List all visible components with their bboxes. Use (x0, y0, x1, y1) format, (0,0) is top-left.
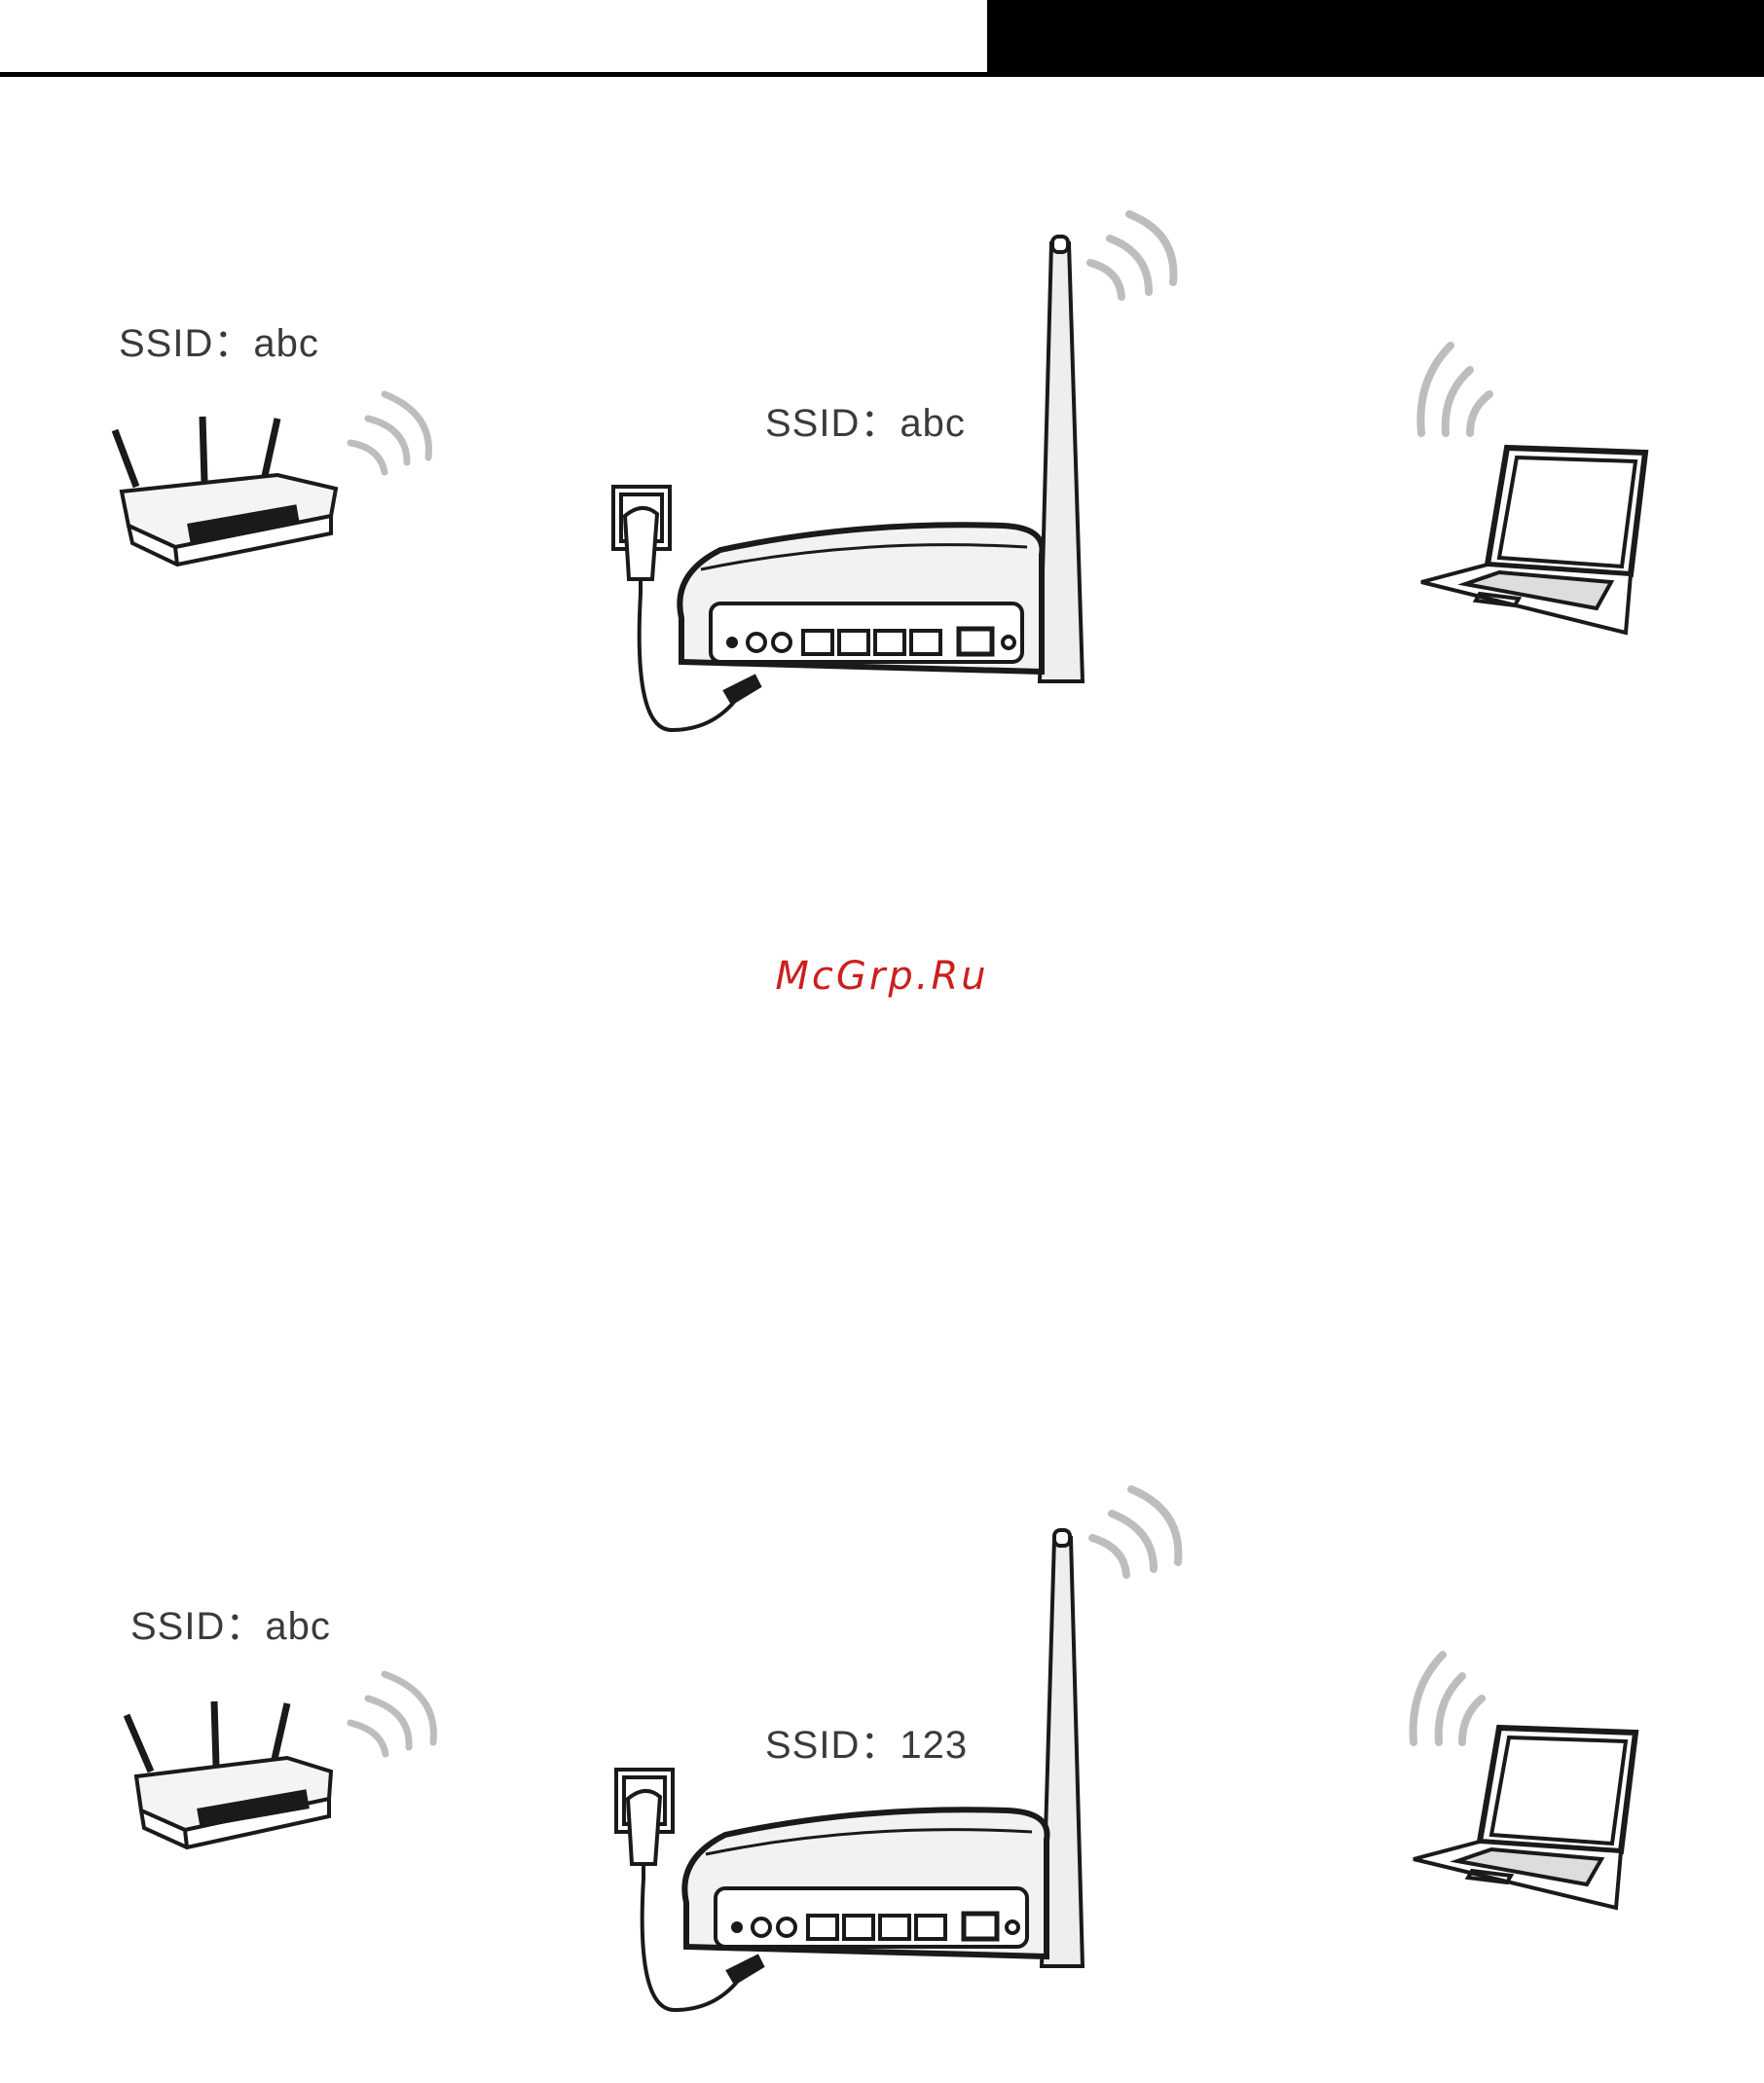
wifi-waves-icon (350, 394, 428, 472)
laptop-icon (1421, 448, 1645, 633)
lan-ports (803, 629, 992, 654)
header-black-block (987, 0, 1764, 76)
laptop-icon (1414, 1728, 1635, 1908)
remote-ap-ssid-label: SSID：abc (130, 1594, 331, 1651)
diagram-scene-2: SSID：abc SSID：123 (0, 1460, 1764, 2083)
wifi-waves-icon (1092, 1489, 1178, 1575)
watermark-text: McGrp.Ru (0, 954, 1764, 999)
scene-1-drawing (0, 185, 1764, 808)
wifi-waves-icon (350, 1674, 433, 1754)
lan-ports (808, 1914, 997, 1939)
router-icon (680, 237, 1083, 681)
local-ap-ssid-label: SSID：abc (765, 391, 966, 448)
wireless-router-icon (127, 1701, 331, 1847)
wifi-waves-icon (1420, 346, 1489, 433)
wireless-router-icon (115, 417, 336, 565)
scene-2-drawing (0, 1460, 1764, 2083)
wifi-waves-icon (1414, 1655, 1482, 1742)
diagram-scene-1: SSID：abc SSID：abc (0, 185, 1764, 808)
remote-ap-ssid-label: SSID：abc (119, 311, 319, 368)
local-ap-ssid-label: SSID：123 (765, 1713, 968, 1770)
wifi-waves-icon (1090, 214, 1173, 297)
